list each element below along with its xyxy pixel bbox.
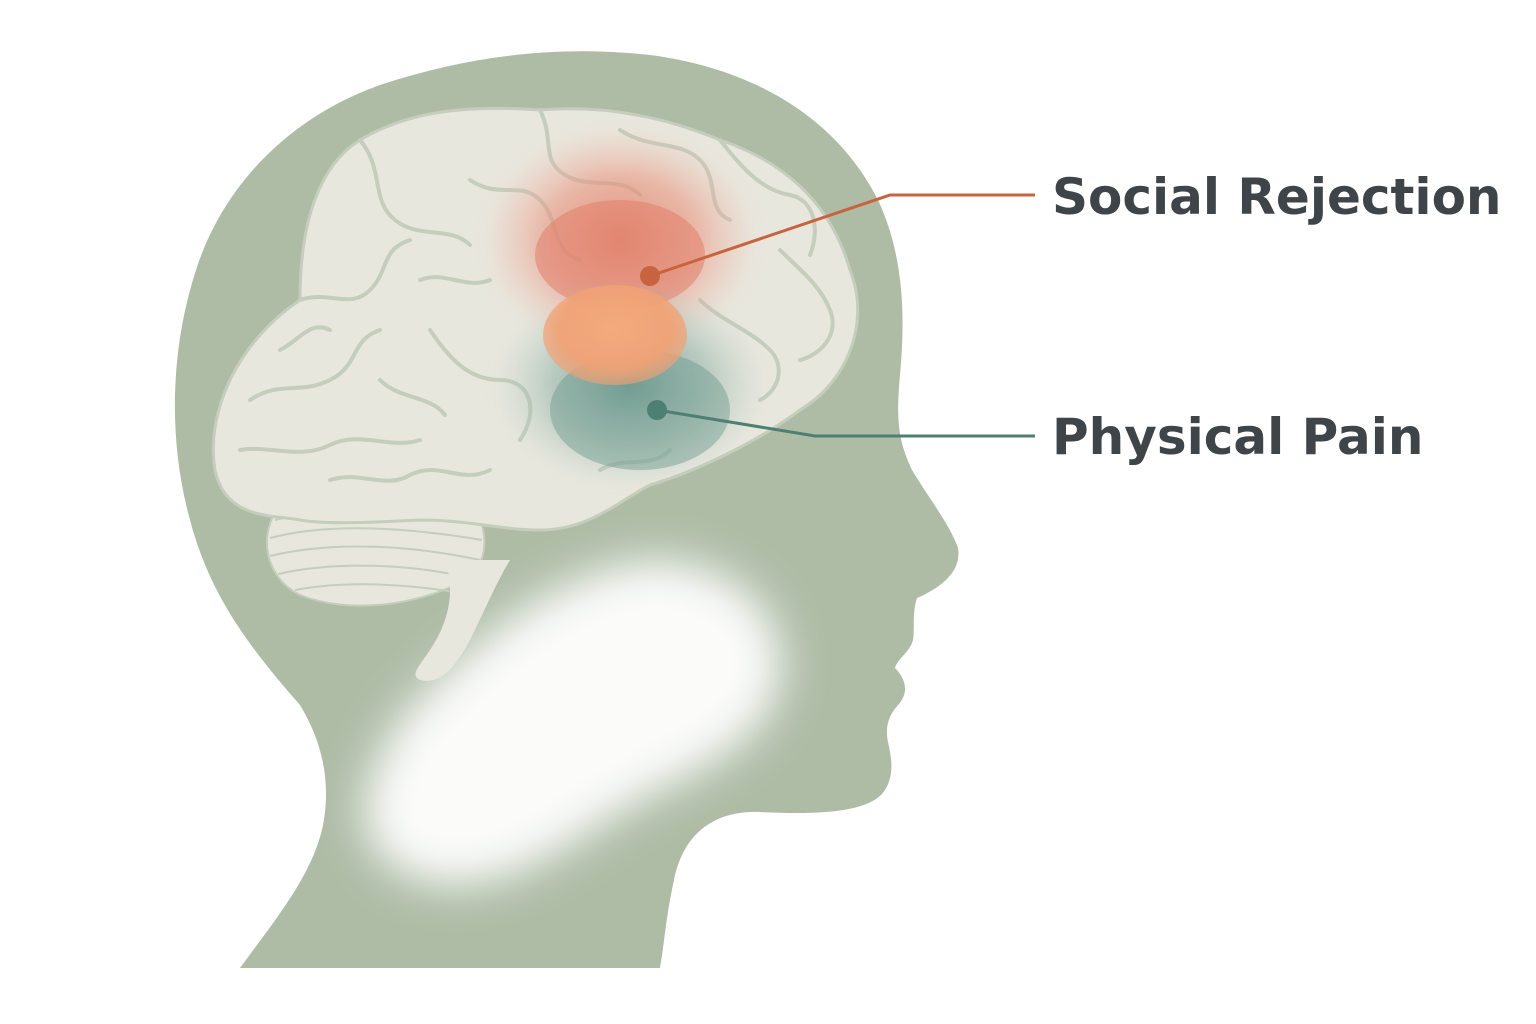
activation-regions [480,125,770,490]
physical-pain-leader [647,400,1035,438]
social-rejection-dot [640,266,660,286]
physical-pain-dot [647,400,667,420]
neck-blur-patch [364,560,782,885]
overlap-region [543,285,687,385]
social-rejection-label: Social Rejection [1052,168,1502,226]
brain-stem [415,560,510,681]
physical-pain-label: Physical Pain [1052,408,1423,466]
social-rejection-leader [640,193,1035,286]
